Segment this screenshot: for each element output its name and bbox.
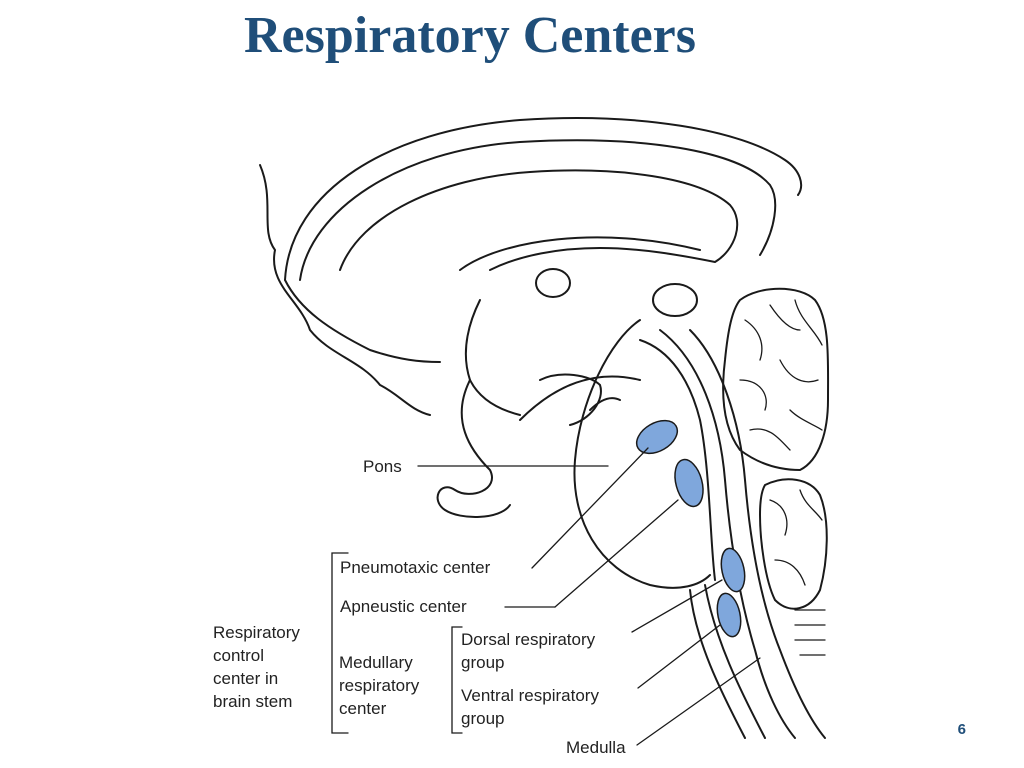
ventral-group-blob — [716, 592, 742, 638]
slide-title: Respiratory Centers — [244, 7, 696, 64]
brain-outline — [259, 117, 830, 739]
label-control-4: brain stem — [213, 692, 292, 711]
label-control-1: Respiratory — [213, 623, 300, 642]
label-ventral-2: group — [461, 709, 504, 728]
label-medullary-3: center — [339, 699, 387, 718]
pneumotaxic-center-blob — [635, 419, 679, 455]
label-dorsal-2: group — [461, 653, 504, 672]
leader-lines — [417, 447, 761, 746]
label-pneumotaxic: Pneumotaxic center — [340, 558, 491, 577]
apneustic-center-blob — [674, 458, 704, 508]
label-control-3: center in — [213, 669, 278, 688]
label-pons: Pons — [363, 457, 402, 476]
label-medulla: Medulla — [566, 738, 626, 757]
label-ventral-1: Ventral respiratory — [461, 686, 599, 705]
medullary-bracket — [451, 626, 463, 734]
label-apneustic: Apneustic center — [340, 597, 467, 616]
dorsal-group-blob — [720, 547, 746, 593]
label-medullary-2: respiratory — [339, 676, 420, 695]
label-dorsal-1: Dorsal respiratory — [461, 630, 596, 649]
label-control-2: control — [213, 646, 264, 665]
label-medullary-1: Medullary — [339, 653, 413, 672]
page-number: 6 — [957, 721, 966, 738]
control-center-bracket — [331, 552, 349, 734]
